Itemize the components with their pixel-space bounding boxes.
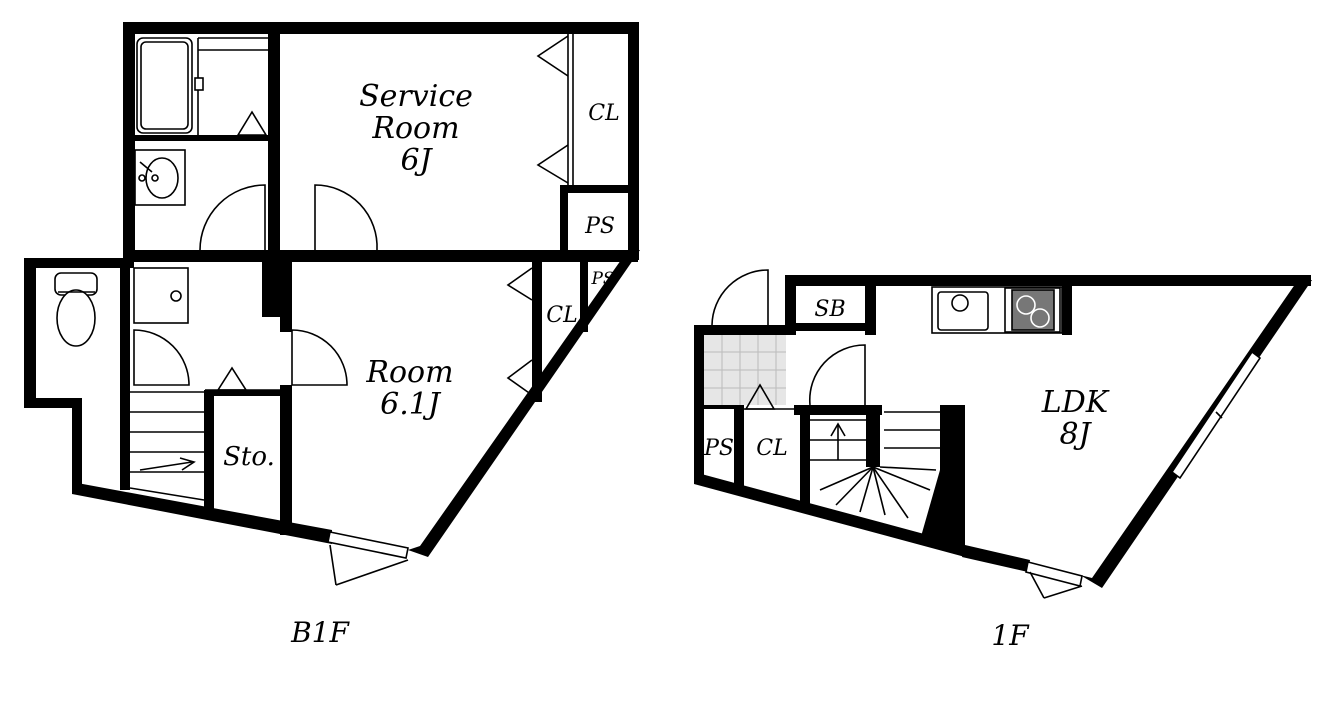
ldk-size: 8J bbox=[1059, 417, 1092, 452]
f1-doors bbox=[711, 269, 866, 410]
b1f-floor-label: B1F bbox=[290, 616, 350, 649]
service-room-size: 6J bbox=[400, 143, 433, 178]
washbasin bbox=[134, 149, 186, 206]
b1f-labels: Service Room 6J CL PS PS CL Room 6.1J St… bbox=[223, 79, 620, 472]
ps-corner-label: PS bbox=[590, 269, 614, 289]
b1f-walls bbox=[24, 22, 640, 557]
b1f-stairs bbox=[129, 391, 205, 501]
f1-closet-label: CL bbox=[756, 436, 787, 461]
storage-label: Sto. bbox=[223, 442, 275, 472]
f1-labels: SB PS CL LDK 8J bbox=[703, 297, 1110, 461]
closet-mid-label: CL bbox=[546, 303, 577, 328]
b1f-window bbox=[327, 531, 409, 586]
f1-windows bbox=[1025, 350, 1262, 599]
f1-plan: SB PS CL LDK 8J 1F bbox=[694, 269, 1312, 652]
closet-top-label: CL bbox=[588, 101, 619, 126]
f1-stairs bbox=[810, 411, 940, 519]
b1f-closet-doors bbox=[506, 34, 574, 400]
ps-top-label: PS bbox=[584, 214, 615, 239]
ldk-label: LDK bbox=[1041, 385, 1110, 420]
bathtub bbox=[136, 37, 268, 136]
entrance-tiles bbox=[704, 335, 786, 405]
room-label: Room bbox=[365, 355, 453, 390]
f1-ps-label: PS bbox=[703, 436, 734, 461]
kitchen-counter bbox=[931, 286, 1063, 334]
service-room-label-2: Room bbox=[371, 111, 459, 146]
service-room-label-1: Service bbox=[359, 79, 473, 114]
washer-pan bbox=[133, 267, 189, 324]
shoe-box-label: SB bbox=[814, 297, 845, 322]
toilet bbox=[54, 272, 98, 347]
b1f-doors bbox=[133, 184, 378, 391]
room-size: 6.1J bbox=[380, 387, 442, 422]
b1f-plan: Service Room 6J CL PS PS CL Room 6.1J St… bbox=[24, 22, 640, 649]
f1-floor-label: 1F bbox=[991, 619, 1030, 652]
